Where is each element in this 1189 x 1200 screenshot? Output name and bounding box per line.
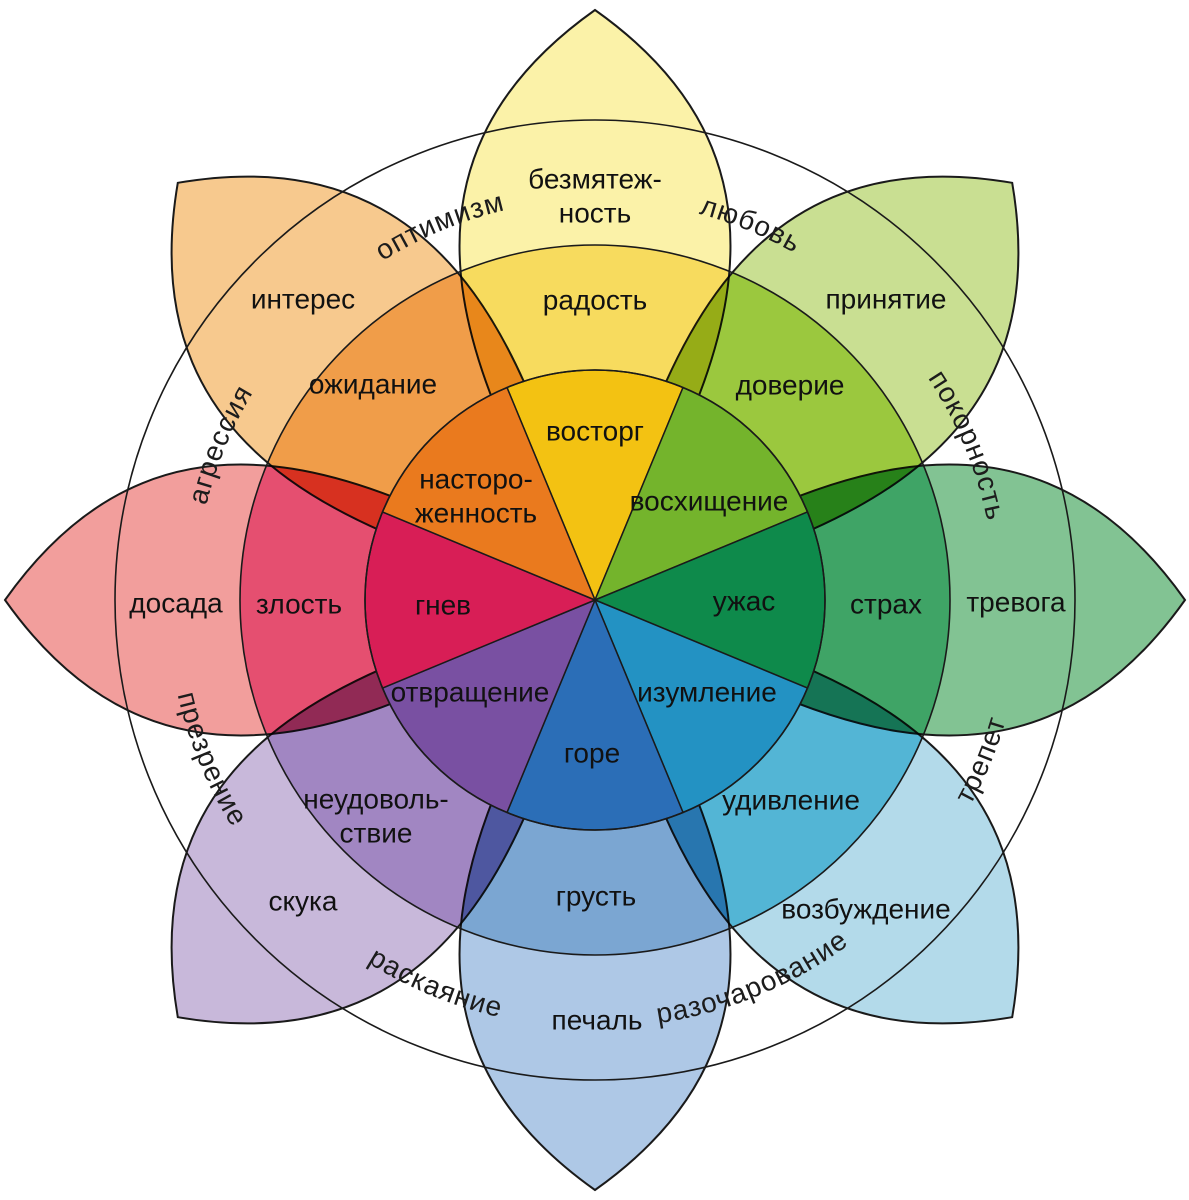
label-sadness-inner: горе: [564, 737, 620, 768]
label-anger-outer: досада: [129, 587, 223, 618]
petal-label-layer: восторг радость безмятеж-ность восхищение до…: [129, 163, 1066, 1035]
label-anger-middle: злость: [256, 588, 342, 619]
label-trust-outer: принятие: [825, 283, 946, 314]
label-joy-middle: радость: [543, 284, 647, 315]
label-disgust-inner: отвращение: [391, 676, 550, 707]
label-anticipation-middle: ожидание: [309, 368, 437, 399]
label-fear-middle: страх: [850, 588, 922, 619]
label-trust-middle: доверие: [736, 369, 845, 400]
label-joy-outer: безмятеж-ность: [528, 163, 662, 228]
label-sadness-middle: грусть: [556, 880, 637, 911]
label-disgust-middle: неудоволь-ствие: [303, 783, 448, 848]
label-anticipation-inner: насторо-женность: [415, 463, 537, 528]
label-surprise-outer: возбуждение: [781, 893, 950, 924]
ring-circle-2: [239, 244, 951, 956]
label-fear-inner: ужас: [713, 585, 776, 616]
label-sadness-outer: печаль: [552, 1004, 643, 1035]
label-anger-inner: гнев: [415, 589, 471, 620]
label-fear-outer: тревога: [966, 586, 1066, 617]
label-joy-inner: восторг: [546, 415, 644, 446]
label-surprise-middle: удивление: [722, 784, 860, 815]
label-trust-inner: восхищение: [630, 485, 789, 516]
label-disgust-outer: скука: [268, 885, 337, 916]
label-surprise-inner: изумление: [637, 676, 777, 707]
ring-circle-1: [364, 369, 826, 831]
ring-circle-3: [114, 119, 1076, 1081]
label-anticipation-outer: интерес: [251, 283, 355, 314]
